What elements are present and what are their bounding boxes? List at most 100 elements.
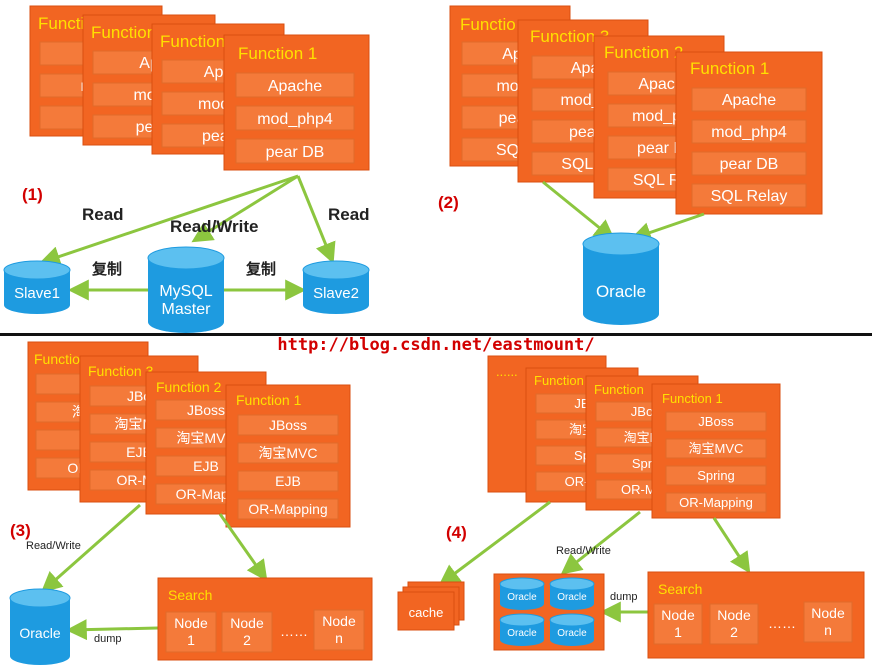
node-label: Node xyxy=(811,605,845,621)
node-label: Node xyxy=(322,613,356,629)
function-card-title: Function xyxy=(91,23,156,42)
node-label: Node xyxy=(174,615,208,631)
function-card-item: Ap xyxy=(502,46,522,63)
search-title: Search xyxy=(658,581,702,597)
function-card-item: JBo xyxy=(127,388,151,404)
edge-label-read: Read xyxy=(82,205,124,224)
edge-label-read-write: Read/Write xyxy=(26,540,81,552)
section-divider xyxy=(0,333,872,336)
edges xyxy=(542,180,705,243)
function-card-title: Function 1 xyxy=(690,59,769,78)
function-card-title: Function 1 xyxy=(662,391,723,406)
function-card-title: Functio xyxy=(34,351,80,367)
diagram-number: (1) xyxy=(22,185,43,204)
function-card-title: Function xyxy=(594,382,644,397)
database-oracle: Oracle xyxy=(499,613,545,646)
database-slave2: Slave2 xyxy=(302,260,370,314)
database-oracle: Oracle xyxy=(549,613,595,646)
function-card-item: Apach xyxy=(638,76,683,93)
function-card: Function 1 Apache mod_php4 pear DB SQL R… xyxy=(675,51,823,215)
function-card: Function 1 JBoss 淘宝MVC EJB OR-Mapping xyxy=(225,384,351,528)
function-card-item: JBoss xyxy=(698,414,734,429)
database-label: Oracle xyxy=(507,592,537,603)
function-card-title: ...... xyxy=(496,364,518,379)
function-card-stack-4: ...... Function JB 淘宝 Sp OR-M Function J… xyxy=(487,355,781,519)
database-oracle: Oracle xyxy=(549,577,595,610)
function-card-item: pear DB xyxy=(266,144,325,161)
edge-label-read-write: Read/Write xyxy=(170,217,259,236)
diagram-1: Function A mod pe Function Ap mod pea Fu… xyxy=(3,5,370,333)
function-card-item: 淘宝MVC xyxy=(689,441,744,456)
cache-label: cache xyxy=(409,605,444,620)
function-card-item: mod_ph xyxy=(632,108,690,125)
ellipsis: …… xyxy=(768,615,796,631)
function-card-item: Apache xyxy=(268,78,322,95)
function-card-item: pear DB xyxy=(720,156,779,173)
database-slave1: Slave1 xyxy=(3,260,71,314)
function-card-item: EJB xyxy=(193,458,219,474)
diagram-4: ...... Function JB 淘宝 Sp OR-M Function J… xyxy=(397,355,865,659)
ellipsis: …… xyxy=(280,623,308,639)
search-node: Node 2 xyxy=(221,611,273,653)
database-label: Slave1 xyxy=(14,285,60,302)
diagram-number: (3) xyxy=(10,521,31,540)
function-card-item: EJB xyxy=(275,473,301,489)
oracle-cluster: Oracle Oracle Oracle Oracle xyxy=(493,573,605,651)
node-index: 1 xyxy=(187,632,195,648)
function-card-title: Function 2 xyxy=(156,379,222,395)
node-label: Node xyxy=(230,615,264,631)
function-card-item: SQL Relay xyxy=(711,188,788,205)
function-card-item: pear D xyxy=(637,140,685,157)
function-card-item: JBoss xyxy=(187,402,225,418)
function-card-title: Function 1 xyxy=(236,392,302,408)
edge-label-dump: dump xyxy=(610,591,638,603)
watermark-url: http://blog.csdn.net/eastmount/ xyxy=(277,335,595,355)
node-index: 2 xyxy=(730,624,738,640)
database-oracle: Oracle xyxy=(582,232,660,325)
function-card-item: mod_php4 xyxy=(257,111,333,128)
function-card-title: Function 3 xyxy=(88,363,154,379)
function-card-stack-2: Functio Ap mod pea SQL Function 3 Apa mo… xyxy=(449,5,823,215)
database-label: Oracle xyxy=(596,282,646,301)
function-card-item: EJB xyxy=(126,444,152,460)
function-card-item: Spring xyxy=(697,468,735,483)
function-card-item: JBoss xyxy=(269,417,307,433)
edges xyxy=(40,503,268,641)
edge-label-read-write: Read/Write xyxy=(556,545,611,557)
function-card-title: Function xyxy=(160,32,225,51)
function-card-stack-3: Functio J 淘宝 E OR-M Function 3 JBo 淘宝MV … xyxy=(27,341,351,528)
database-label: Oracle xyxy=(557,628,587,639)
database-label: Oracle xyxy=(19,625,60,641)
node-index: 2 xyxy=(243,632,251,648)
function-card-item: SQL Re xyxy=(633,172,689,189)
diagram-3: Functio J 淘宝 E OR-M Function 3 JBo 淘宝MV … xyxy=(9,341,373,665)
function-card-title: Functio xyxy=(460,15,516,34)
function-card-title: Function xyxy=(534,373,584,388)
edge-label-copy: 复制 xyxy=(91,260,122,278)
edge-label-read: Read xyxy=(328,205,370,224)
diagram-number: (2) xyxy=(438,193,459,212)
search-node: Node n xyxy=(313,609,365,651)
database-oracle: Oracle xyxy=(9,588,71,665)
database-label: MySQL xyxy=(159,283,212,300)
database-oracle: Oracle xyxy=(499,577,545,610)
database-label: Oracle xyxy=(557,592,587,603)
diagram-2: Functio Ap mod pea SQL Function 3 Apa mo… xyxy=(438,5,823,325)
function-card-item: Spr xyxy=(632,456,653,471)
search-node: Node n xyxy=(803,601,853,643)
search-node: Node 1 xyxy=(653,603,703,645)
function-card-item: OR-Mapping xyxy=(679,495,753,510)
diagram-number: (4) xyxy=(446,523,467,542)
function-card-title: Function 2 xyxy=(604,43,683,62)
function-card: Function 1 JBoss 淘宝MVC Spring OR-Mapping xyxy=(651,383,781,519)
database-master: MySQL Master xyxy=(147,246,225,333)
function-card-item: Apache xyxy=(722,92,776,109)
edges xyxy=(438,500,751,623)
search-node: Node 1 xyxy=(165,611,217,653)
database-label: Oracle xyxy=(507,628,537,639)
function-card-title: Function 3 xyxy=(530,27,609,46)
function-card-item: 淘宝MVC xyxy=(258,445,317,461)
function-card-item: OR-Mapping xyxy=(248,501,327,517)
cache-stack: cache xyxy=(397,581,465,631)
